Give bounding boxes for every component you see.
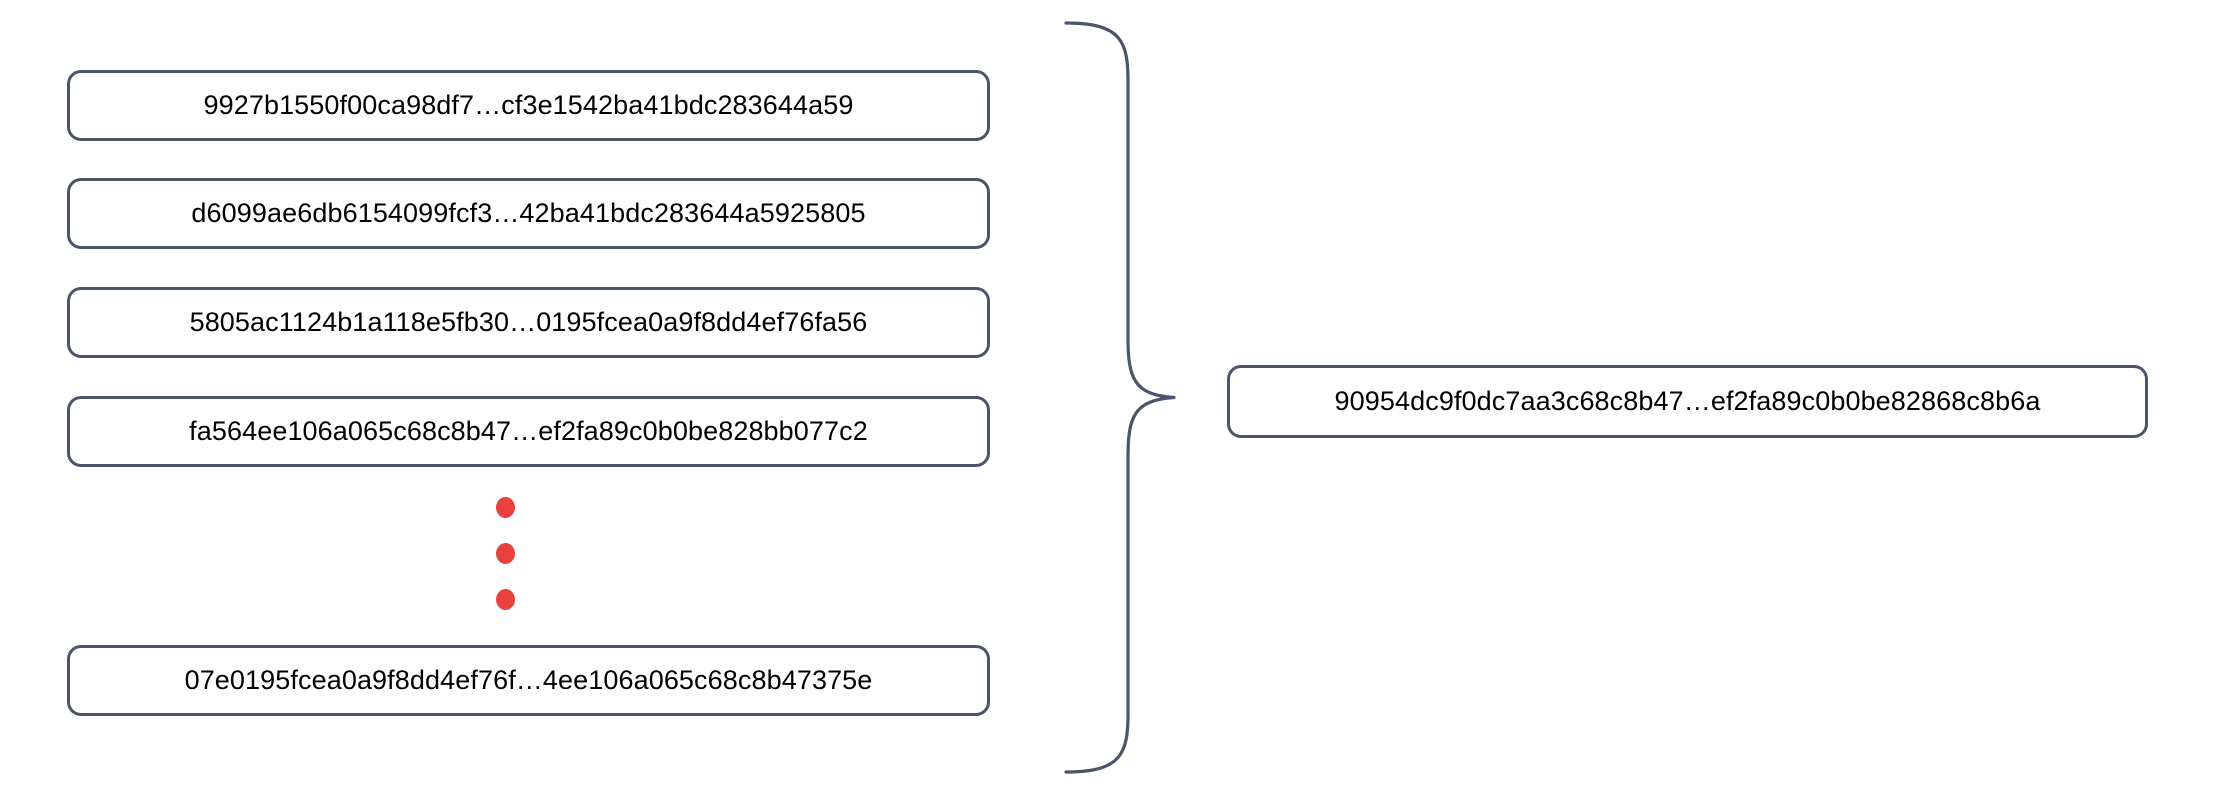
hash-box-2[interactable]: d6099ae6db6154099fcf3…42ba41bdc283644a59… <box>67 178 990 249</box>
ellipsis-dot-1 <box>496 497 515 518</box>
hash-box-4[interactable]: fa564ee106a065c68c8b47…ef2fa89c0b0be828b… <box>67 396 990 467</box>
curly-brace-icon <box>1064 21 1176 774</box>
ellipsis-dot-3 <box>496 589 515 610</box>
hash-box-4-label: fa564ee106a065c68c8b47…ef2fa89c0b0be828b… <box>189 416 868 446</box>
hash-box-2-label: d6099ae6db6154099fcf3…42ba41bdc283644a59… <box>191 198 866 228</box>
hash-box-3[interactable]: 5805ac1124b1a118e5fb30…0195fcea0a9f8dd4e… <box>67 287 990 358</box>
hash-box-1[interactable]: 9927b1550f00ca98df7…cf3e1542ba41bdc28364… <box>67 70 990 141</box>
hash-box-3-label: 5805ac1124b1a118e5fb30…0195fcea0a9f8dd4e… <box>189 307 868 337</box>
vertical-ellipsis-icon <box>491 497 521 627</box>
hash-box-5[interactable]: 07e0195fcea0a9f8dd4ef76f…4ee106a065c68c8… <box>67 645 990 716</box>
aggregated-hash-label: 90954dc9f0dc7aa3c68c8b47…ef2fa89c0b0be82… <box>1334 386 2041 416</box>
hash-box-1-label: 9927b1550f00ca98df7…cf3e1542ba41bdc28364… <box>203 90 854 120</box>
ellipsis-dot-2 <box>496 543 515 564</box>
aggregated-hash-box[interactable]: 90954dc9f0dc7aa3c68c8b47…ef2fa89c0b0be82… <box>1227 365 2148 438</box>
hash-box-5-label: 07e0195fcea0a9f8dd4ef76f…4ee106a065c68c8… <box>184 665 873 695</box>
